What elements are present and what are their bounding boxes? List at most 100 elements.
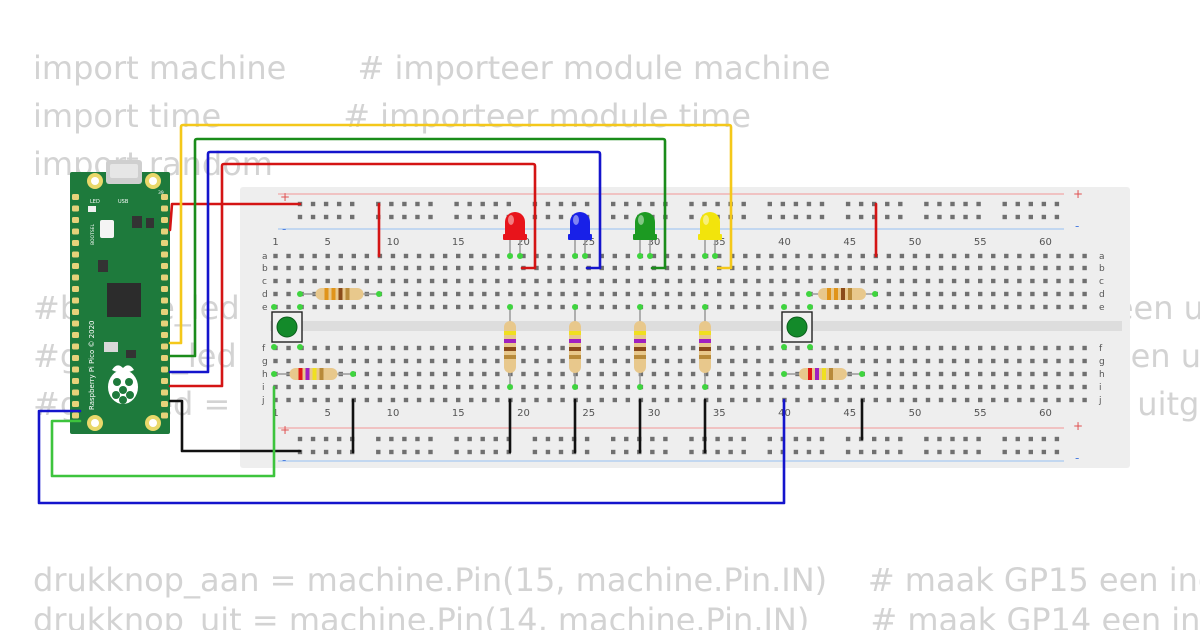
breadboard-hole [1017, 265, 1022, 271]
breadboard-hole [390, 291, 396, 297]
breadboard-hole [469, 304, 474, 310]
breadboard-hole [456, 345, 461, 351]
breadboard-hole [469, 397, 474, 403]
breadboard-hole [756, 384, 761, 390]
breadboard-hole [599, 253, 604, 259]
breadboard-hole [769, 384, 774, 390]
breadboard-hole [925, 397, 931, 403]
column-number: 60 [1039, 408, 1052, 419]
breadboard-hole [312, 358, 317, 364]
breadboard-hole [756, 304, 761, 310]
resistor-band [848, 288, 852, 300]
breadboard-hole [821, 384, 826, 390]
breadboard-hole [847, 345, 852, 351]
pico-pin [161, 412, 168, 419]
rail-hole [1054, 214, 1060, 220]
breadboard-hole [743, 278, 748, 284]
breadboard-hole [599, 291, 604, 297]
breadboard-hole [390, 371, 396, 377]
resistor-band [699, 331, 711, 335]
breadboard-hole [991, 397, 996, 403]
usb-label: USB [118, 199, 129, 205]
breadboard-hole [690, 265, 696, 271]
breadboard-hole [899, 278, 905, 284]
button-pin-marker [271, 304, 277, 310]
rail-hole [1015, 449, 1020, 455]
breadboard-hole [664, 397, 670, 403]
breadboard-hole [847, 278, 852, 284]
led-pin-marker [507, 253, 513, 259]
column-number: 25 [582, 408, 595, 419]
breadboard-hole [1082, 358, 1087, 364]
breadboard-hole [951, 291, 957, 297]
rail-hole [480, 214, 485, 220]
breadboard-hole [1017, 278, 1022, 284]
rail-hole [402, 201, 407, 207]
rail-hole [350, 214, 355, 220]
rail-hole [1041, 201, 1047, 207]
breadboard-hole [886, 358, 892, 364]
breadboard-hole [364, 358, 370, 364]
breadboard-hole [873, 358, 878, 364]
column-number: 15 [452, 408, 465, 419]
pico-pin [161, 355, 168, 361]
rail-hole [715, 449, 720, 455]
breadboard-hole [743, 384, 748, 390]
code-line: import machine # importeer module machin… [33, 49, 831, 87]
breadboard-hole [886, 345, 892, 351]
wire-red-gp19 [168, 162, 537, 388]
breadboard-hole [717, 278, 722, 284]
breadboard-hole [925, 265, 931, 271]
rail-hole [741, 214, 746, 220]
breadboard-hole [351, 304, 356, 310]
resistor-pin-marker [702, 304, 708, 310]
breadboard-hole [377, 345, 383, 351]
rail-hole [1028, 201, 1033, 207]
breadboard-hole [978, 304, 983, 310]
breadboard-hole [782, 291, 787, 297]
rail-hole [741, 449, 746, 455]
breadboard-hole [756, 291, 761, 297]
column-number: 30 [648, 237, 661, 248]
breadboard-hole [690, 384, 696, 390]
led-label: LED [90, 199, 100, 205]
breadboard-hole [730, 345, 735, 351]
breadboard-hole [390, 278, 396, 284]
column-number: 5 [325, 237, 331, 248]
breadboard-hole [912, 358, 918, 364]
breadboard-hole [416, 278, 422, 284]
breadboard-hole [547, 304, 552, 310]
breadboard-hole [416, 345, 422, 351]
breadboard-hole [756, 253, 761, 259]
rail-hole [428, 436, 433, 442]
breadboard-hole [547, 345, 552, 351]
breadboard-hole [925, 345, 931, 351]
rail-hole [454, 436, 459, 442]
row-letter: a [1099, 252, 1105, 262]
breadboard-hole [1043, 278, 1048, 284]
breadboard-hole [690, 304, 696, 310]
breadboard-hole [664, 304, 670, 310]
breadboard-hole [625, 384, 631, 390]
breadboard-hole [1017, 253, 1022, 259]
rail-hole [297, 214, 303, 220]
breadboard-hole [964, 345, 970, 351]
rail-hole [1041, 449, 1047, 455]
breadboard-hole [951, 345, 957, 351]
rail-hole [467, 436, 472, 442]
resistor-pin-marker [507, 384, 513, 390]
breadboard-hole [717, 397, 722, 403]
row-letter: h [262, 370, 268, 380]
rail-hole [454, 214, 459, 220]
breadboard-hole [612, 397, 617, 403]
breadboard-hole [651, 304, 657, 310]
breadboard-hole [964, 304, 970, 310]
breadboard-hole [390, 253, 396, 259]
rail-hole [885, 449, 890, 455]
breadboard-hole [1004, 397, 1009, 403]
row-letter: c [262, 277, 267, 287]
raspberry-seed [113, 378, 121, 386]
rail-hole [624, 201, 629, 207]
raspberry-seed [126, 391, 134, 399]
